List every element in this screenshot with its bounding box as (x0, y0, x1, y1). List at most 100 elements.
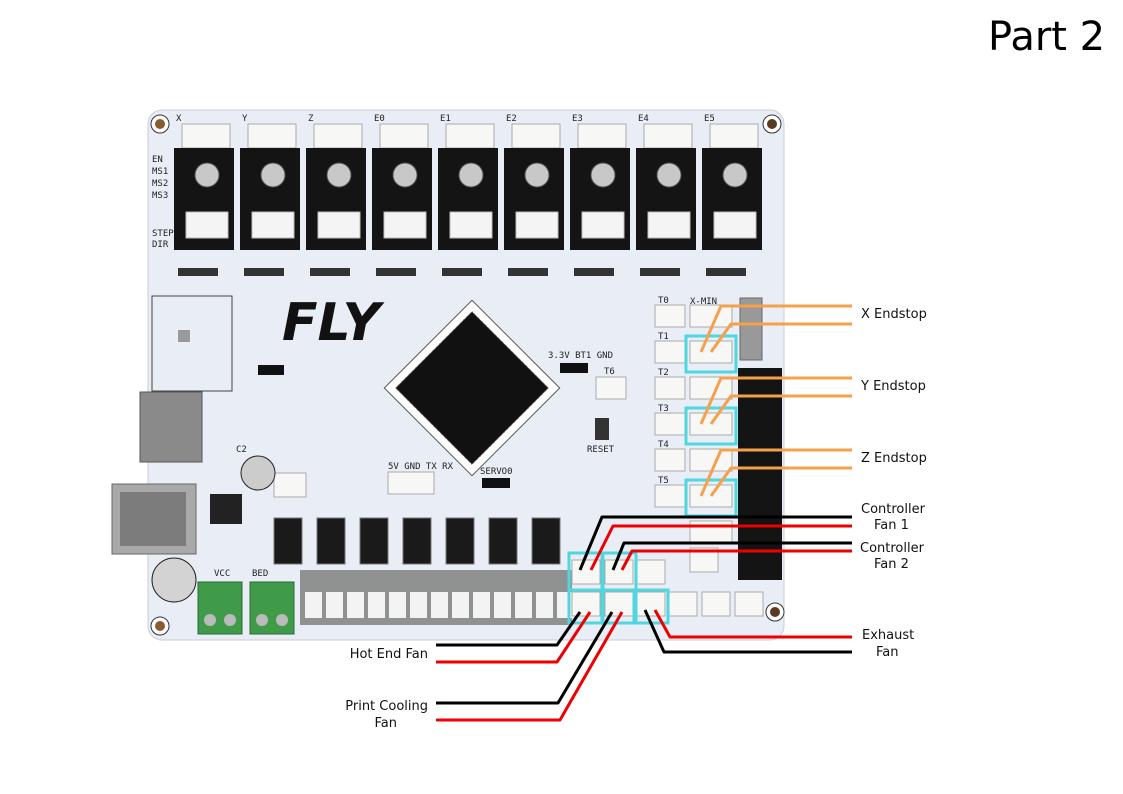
module-pad (178, 330, 190, 342)
endstop-port[interactable] (689, 520, 733, 544)
motor-connector[interactable] (709, 123, 759, 149)
terminal-key[interactable] (410, 592, 427, 618)
thermistor-label: T0 (658, 296, 669, 306)
driver-slot-x: X (174, 114, 234, 276)
driver-label: E1 (440, 114, 451, 124)
terminal-key[interactable] (389, 592, 406, 618)
endstop-port[interactable] (689, 448, 733, 472)
thermistor-port[interactable] (654, 340, 686, 364)
motor-connector[interactable] (445, 123, 495, 149)
terminal-key[interactable] (536, 592, 553, 618)
terminal-key[interactable] (326, 592, 343, 618)
terminal-key[interactable] (305, 592, 322, 618)
ribbon-connector[interactable] (739, 297, 763, 361)
fan-port[interactable] (604, 559, 634, 585)
terminal-screw[interactable] (276, 614, 288, 626)
mounting-hole-core (770, 607, 780, 617)
thermistor-port[interactable] (654, 412, 686, 436)
terminal-key[interactable] (473, 592, 490, 618)
terminal-key[interactable] (347, 592, 364, 618)
fan-port[interactable] (734, 591, 764, 617)
exp-header[interactable] (738, 368, 782, 580)
microstep-jumpers[interactable] (317, 211, 361, 239)
t6-label: T6 (604, 367, 615, 377)
terminal-keys (305, 592, 574, 618)
endstop-port[interactable] (689, 304, 733, 328)
microstep-jumpers[interactable] (713, 211, 757, 239)
driver-side-label: EN (152, 155, 163, 165)
vcc-label: VCC (214, 569, 230, 579)
servo-label: SERVO0 (480, 467, 513, 477)
microstep-jumpers[interactable] (251, 211, 295, 239)
endstop-port[interactable] (689, 376, 733, 400)
fan-port[interactable] (604, 591, 634, 617)
terminal-key[interactable] (452, 592, 469, 618)
fan-port[interactable] (636, 559, 666, 585)
controller-fan-1-wire-positive (589, 524, 852, 571)
mosfet (531, 517, 561, 565)
motor-connector[interactable] (181, 123, 231, 149)
thermistor-port[interactable] (654, 376, 686, 400)
microstep-jumpers[interactable] (383, 211, 427, 239)
thermistor-port[interactable] (654, 304, 686, 328)
driver-slot-e2: E2 (504, 114, 564, 276)
servo-header (482, 478, 510, 488)
sd-card-slot[interactable] (139, 391, 203, 463)
uart-label: 5V GND TX RX (388, 462, 454, 472)
bed-terminal[interactable] (249, 581, 295, 635)
motor-connector[interactable] (577, 123, 627, 149)
driver-capacitor (260, 162, 286, 188)
terminal-key[interactable] (368, 592, 385, 618)
microstep-jumpers[interactable] (515, 211, 559, 239)
fan-port[interactable] (571, 591, 601, 617)
terminal-key[interactable] (431, 592, 448, 618)
driver-pins (244, 268, 284, 276)
microstep-jumpers[interactable] (647, 211, 691, 239)
motor-connector[interactable] (247, 123, 297, 149)
label-exhaust-fan-line1: Exhaust (862, 628, 914, 643)
vcc-terminal[interactable] (197, 581, 243, 635)
controller-fan-1-wire-negative (578, 515, 852, 571)
terminal-screw[interactable] (204, 614, 216, 626)
motor-connector[interactable] (643, 123, 693, 149)
label-x-endstop: X Endstop (861, 307, 927, 322)
microstep-jumpers[interactable] (185, 211, 229, 239)
thermistor-port[interactable] (654, 484, 686, 508)
endstop-wire-signal (699, 304, 852, 353)
inductor (210, 494, 242, 524)
terminal-key[interactable] (494, 592, 511, 618)
terminal-key[interactable] (557, 592, 574, 618)
mcu-chip (383, 299, 561, 477)
driver-capacitor (722, 162, 748, 188)
motor-connector[interactable] (511, 123, 561, 149)
motor-connector[interactable] (313, 123, 363, 149)
motor-connector[interactable] (379, 123, 429, 149)
endstop-wire-ground (709, 394, 852, 425)
driver-capacitor (458, 162, 484, 188)
microstep-jumpers[interactable] (449, 211, 493, 239)
mosfet (488, 517, 518, 565)
thermistor-port-t6[interactable] (595, 376, 627, 400)
terminal-screw[interactable] (256, 614, 268, 626)
label-controller-fan-2-line2: Fan 2 (874, 557, 909, 572)
mounting-hole-core (767, 119, 777, 129)
thermistor-port[interactable] (654, 448, 686, 472)
terminal-key[interactable] (515, 592, 532, 618)
endstop-wire-ground (709, 466, 852, 497)
wifi-module-outline (151, 295, 233, 392)
reset-button[interactable] (595, 418, 609, 440)
fan-port[interactable] (636, 591, 666, 617)
microstep-jumpers[interactable] (581, 211, 625, 239)
mosfet (359, 517, 389, 565)
fan-port[interactable] (571, 559, 601, 585)
fan-port[interactable] (701, 591, 731, 617)
mosfet (316, 517, 346, 565)
usb-b-port-inner (120, 492, 186, 546)
reset-label: RESET (587, 445, 615, 455)
terminal-screw[interactable] (224, 614, 236, 626)
driver-capacitor (656, 162, 682, 188)
uart-port[interactable] (387, 471, 435, 495)
fan-port[interactable] (668, 591, 698, 617)
small-port[interactable] (273, 472, 307, 498)
